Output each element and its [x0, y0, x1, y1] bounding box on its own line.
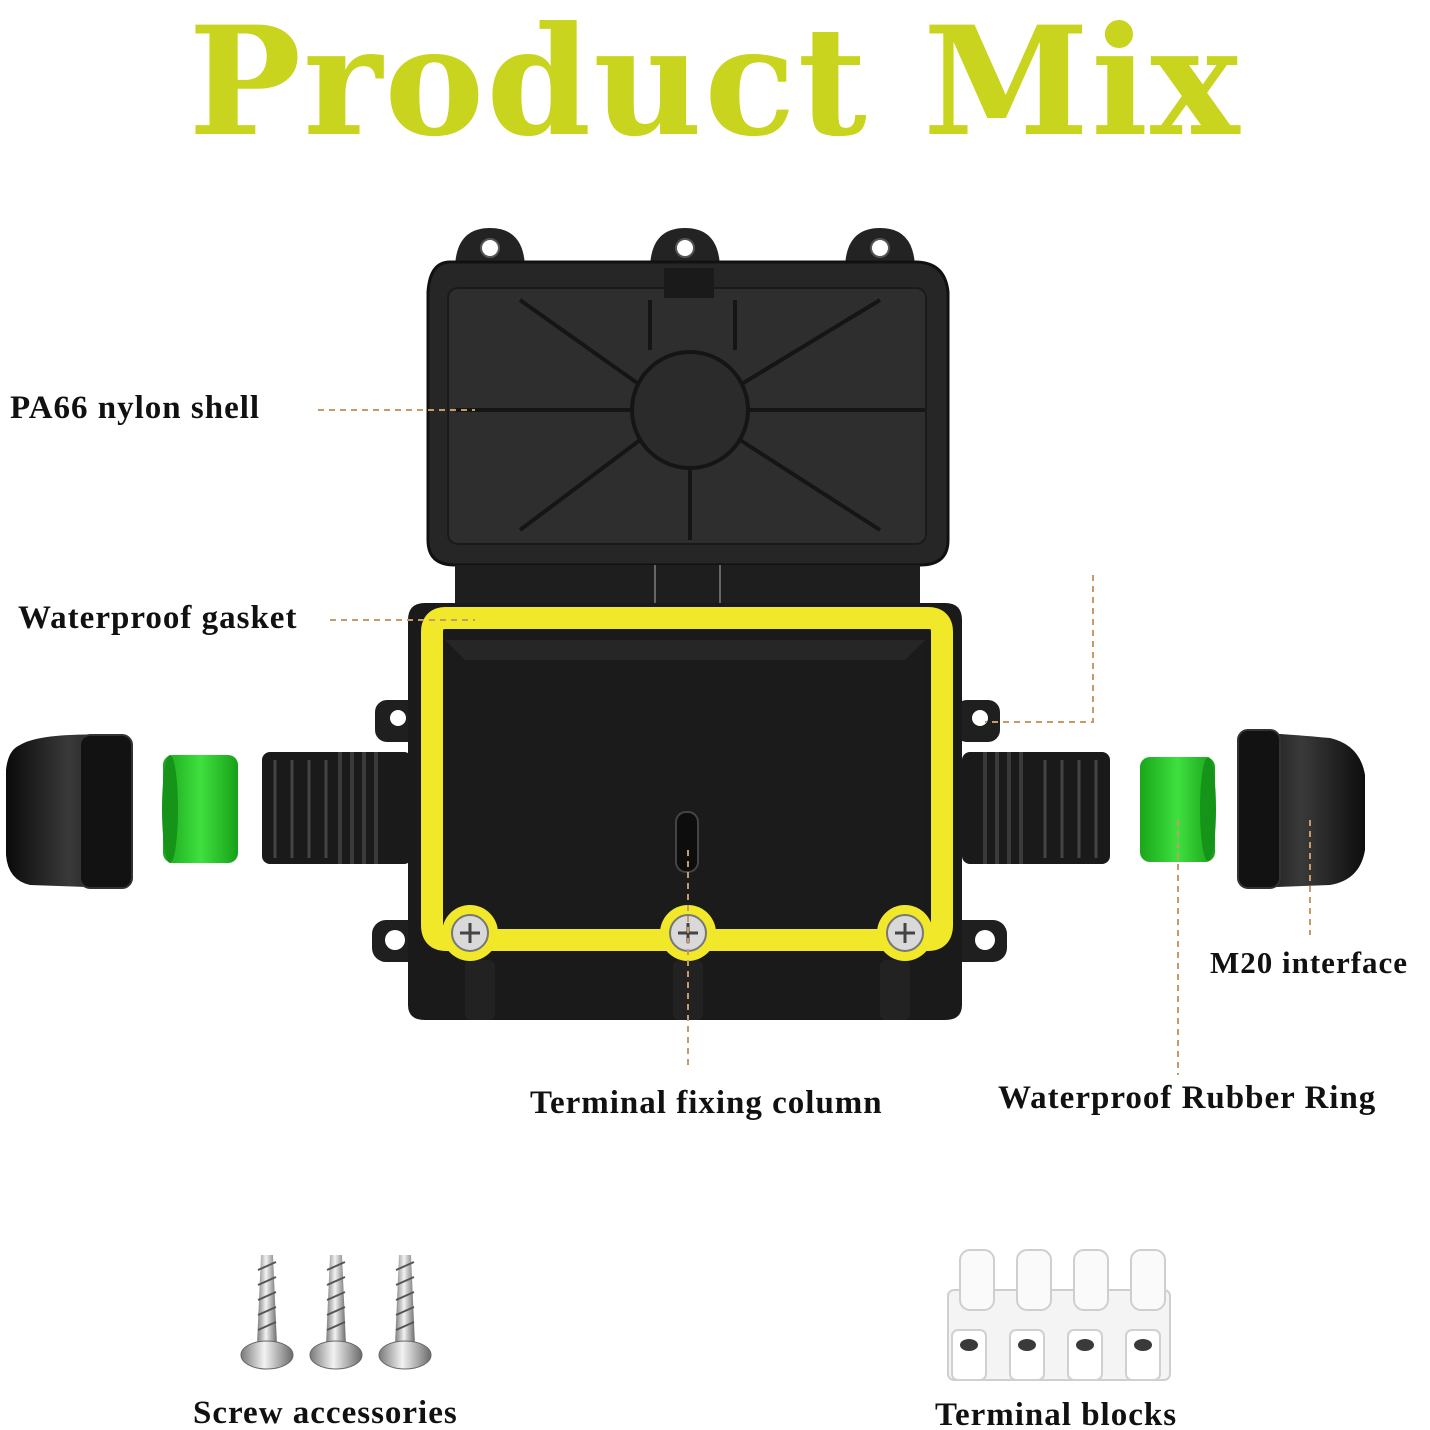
screws — [240, 1255, 432, 1370]
lid — [426, 228, 950, 605]
label-m20: M20 interface — [1210, 945, 1409, 980]
label-column: Terminal fixing column — [530, 1085, 883, 1121]
page-title: Product Mix — [188, 0, 1242, 170]
terminal-block — [947, 1249, 1171, 1381]
right-gland-cap — [1237, 729, 1365, 889]
junction-box-body — [372, 603, 1007, 1020]
left-gland-cap — [6, 734, 133, 889]
label-blocks: Terminal blocks — [935, 1397, 1178, 1430]
label-ring: Waterproof Rubber Ring — [998, 1080, 1377, 1116]
label-screws: Screw accessories — [193, 1395, 458, 1430]
label-gasket: Waterproof gasket — [18, 600, 298, 636]
right-rubber-ring — [1140, 757, 1216, 862]
right-port — [962, 752, 1110, 864]
left-rubber-ring — [162, 755, 238, 863]
leader-lines — [318, 409, 1311, 1075]
label-shell: PA66 nylon shell — [10, 390, 261, 426]
left-port — [262, 752, 412, 864]
